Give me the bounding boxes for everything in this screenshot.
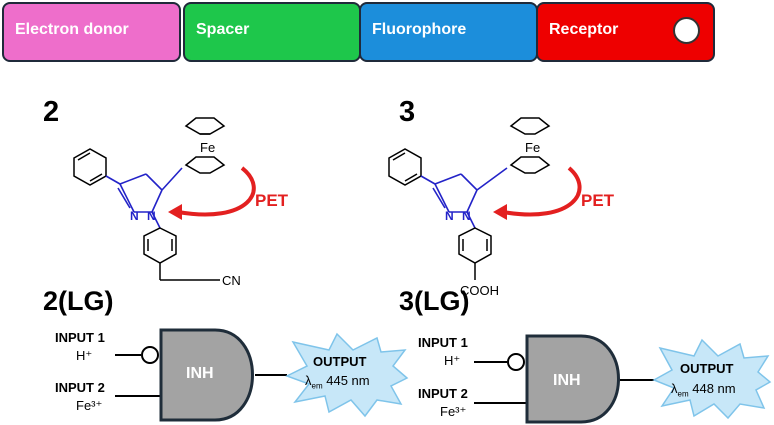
gate-3-lambda: λ (671, 381, 678, 396)
pet-label-2: PET (255, 191, 289, 210)
gate-3-emission: λem 448 nm (671, 381, 736, 399)
svg-text:N: N (462, 209, 471, 223)
pet-label-3: PET (581, 191, 615, 210)
molecule-2: N N (73, 117, 256, 281)
molecule-3-structure: N N (388, 117, 551, 280)
substituent-3: COOH (460, 283, 499, 298)
svg-text:N: N (147, 209, 156, 223)
gate-2-input2-label: INPUT 2 (55, 380, 105, 395)
gate-3-body (525, 334, 620, 424)
gate-2-emission: λem 445 nm (305, 373, 370, 391)
gate-3-title: 3(LG) (399, 286, 470, 316)
iron-label-2: Fe (200, 140, 216, 155)
compound-2-number: 2 (43, 96, 60, 128)
gate-3-output-label: OUTPUT (680, 361, 734, 376)
receptor-circle-icon (673, 17, 700, 44)
gate-3-lambda-sub: em (677, 389, 689, 399)
gate-2-input1-species: H⁺ (76, 348, 93, 363)
svg-text:N: N (130, 209, 139, 223)
molecule-3: N N (388, 117, 582, 280)
gate-2-emission-value: 445 nm (326, 373, 370, 388)
legend-spacer: Spacer (183, 2, 361, 62)
molecule-2-structure: N N (73, 117, 226, 281)
gate-2-input1-label: INPUT 1 (55, 330, 105, 345)
pet-arrow-3 (502, 166, 582, 217)
gate-3-output-burst (652, 338, 772, 420)
legend-fluorophore-label: Fluorophore (372, 21, 467, 38)
legend-fluorophore: Fluorophore (359, 2, 538, 62)
legend-electron-donor: Electron donor (2, 2, 181, 62)
legend-spacer-label: Spacer (196, 21, 250, 38)
pet-arrow-2 (177, 166, 256, 217)
gate-3-input2-label: INPUT 2 (418, 386, 468, 401)
gate-2-inverter-bubble (141, 346, 159, 364)
gate-2-type: INH (186, 365, 214, 382)
pet-arrowhead-2 (168, 204, 182, 220)
gate-2-title: 2(LG) (43, 286, 114, 316)
inh-gate-3 (474, 334, 772, 424)
gate-3-input2-species: Fe³⁺ (440, 404, 467, 419)
gate-2-lambda-sub: em (311, 381, 323, 391)
gate-3-emission-value: 448 nm (692, 381, 736, 396)
gate-2-body (159, 328, 254, 422)
substituent-2: CN (222, 273, 241, 288)
compound-3-number: 3 (399, 96, 416, 128)
gate-2-input2-species: Fe³⁺ (76, 398, 103, 413)
gate-3-input1-label: INPUT 1 (418, 335, 468, 350)
gate-2-output-burst (285, 332, 409, 418)
svg-text:N: N (445, 209, 454, 223)
gate-3-type: INH (553, 372, 581, 389)
inh-gate-2 (115, 328, 409, 422)
pet-arrowhead-3 (493, 204, 507, 220)
iron-label-3: Fe (525, 140, 541, 155)
gate-3-input1-species: H⁺ (444, 353, 461, 368)
gate-2-lambda: λ (305, 373, 312, 388)
legend-electron-donor-label: Electron donor (15, 21, 129, 38)
gate-3-inverter-bubble (507, 353, 525, 371)
legend-receptor: Receptor (536, 2, 715, 62)
gate-2-output-label: OUTPUT (313, 354, 367, 369)
legend-receptor-label: Receptor (549, 21, 619, 38)
